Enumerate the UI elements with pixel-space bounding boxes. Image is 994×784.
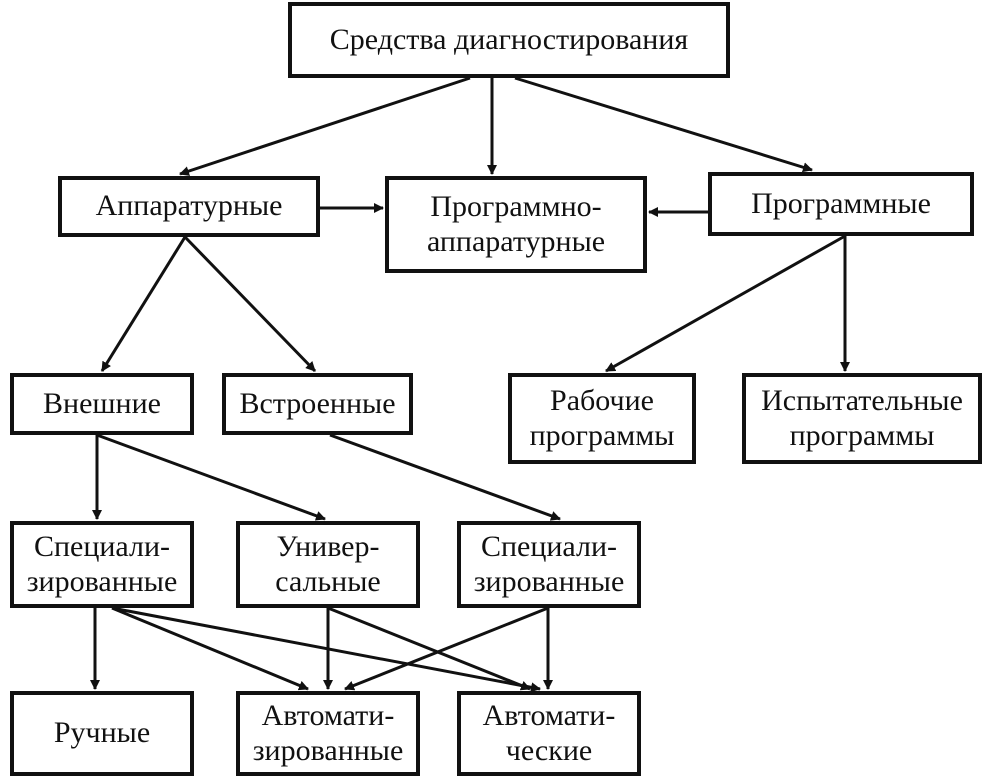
node-working-programs-line-2: программы	[529, 418, 675, 452]
node-automatic-line-2: ческие	[505, 733, 593, 767]
node-manual-line-1: Ручные	[53, 716, 151, 750]
node-software-line-1: Программные	[751, 186, 931, 220]
node-test-programs: Испытательные программы	[742, 373, 982, 464]
node-external-line-1: Внешние	[43, 386, 161, 420]
node-automated-line-2: зированные	[252, 733, 404, 767]
arrow-sw-to-work	[605, 234, 846, 373]
node-specialized-embedded-line-1: Специали-	[480, 530, 618, 563]
arrow-root-to-hw	[179, 76, 471, 176]
node-hardware-software-line-2: аппаратурные	[426, 224, 606, 258]
node-external: Внешние	[10, 373, 194, 435]
arrow-hw-to-ext	[100, 236, 187, 372]
node-specialized-external: Специали- зированные	[10, 521, 194, 608]
node-test-programs-line-1: Испытательные	[761, 384, 963, 417]
node-automated-line-1: Автомати-	[261, 699, 395, 732]
node-automatic: Автомати- ческие	[457, 691, 641, 776]
node-embedded-line-1: Встроенные	[239, 386, 396, 420]
arrow-ext-to-univ	[96, 433, 326, 521]
node-root: Средства диагностирования	[288, 2, 730, 78]
node-specialized-embedded-line-2: зированные	[473, 564, 625, 598]
node-hardware-software-line-1: Программно-	[430, 190, 602, 223]
node-universal-line-2: сальные	[275, 564, 381, 598]
node-specialized-external-line-2: зированные	[26, 564, 178, 598]
arrow-root-to-sw	[514, 76, 813, 173]
node-specialized-embedded: Специали- зированные	[457, 521, 641, 608]
arrow-hw-to-emb	[183, 235, 317, 373]
node-hardware-software: Программно- аппаратурные	[385, 176, 647, 273]
arrow-emb-to-spec2	[329, 433, 561, 521]
node-specialized-external-line-1: Специали-	[33, 530, 171, 563]
node-software: Программные	[708, 172, 974, 236]
node-working-programs-line-1: Рабочие	[550, 384, 654, 417]
node-test-programs-line-2: программы	[789, 418, 935, 452]
node-embedded: Встроенные	[222, 373, 413, 435]
arrow-spec1-to-auto1	[111, 606, 309, 691]
node-automated: Автомати- зированные	[236, 691, 420, 776]
arrow-univ-to-auto2	[327, 606, 531, 691]
arrow-spec1-to-auto2	[111, 606, 541, 693]
node-universal-line-1: Универ-	[276, 530, 380, 563]
node-hardware: Аппаратурные	[58, 176, 320, 237]
node-root-line-1: Средства диагностирования	[329, 22, 689, 56]
node-universal: Универ- сальные	[236, 521, 420, 608]
node-working-programs: Рабочие программы	[508, 373, 696, 464]
node-manual: Ручные	[10, 691, 194, 776]
arrow-spec2-to-auto1	[344, 606, 549, 691]
node-automatic-line-1: Автомати-	[482, 699, 616, 732]
node-hardware-line-1: Аппаратурные	[95, 189, 283, 223]
